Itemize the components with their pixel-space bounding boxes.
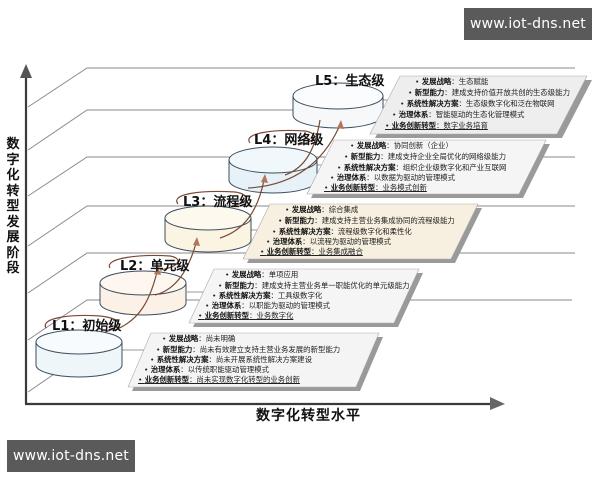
item: • 治理体系：智能驱动的生态化管理模式 [392, 110, 525, 119]
item: • 发展战略：综合集成 [285, 205, 359, 214]
cylinder-l3 [164, 205, 252, 253]
item: • 系统性解决方案：生态级数字化和泛在物联网 [400, 99, 555, 108]
item: • 系统性解决方案：尚未开展系统性解决方案建设 [150, 355, 312, 364]
y-axis-arrow-icon [20, 64, 32, 78]
grid-lines [27, 67, 575, 393]
item: • 业务创新转型：业务集成融合 [260, 247, 363, 256]
y-axis-label: 数字化转型发展阶段 [6, 137, 20, 276]
level-label-l5: L5：生态级 [315, 74, 385, 89]
cylinder-l2 [99, 270, 187, 316]
box-l5-shape [369, 75, 592, 138]
item: • 业务创新转型：数字业务培育 [385, 121, 488, 130]
arrow-heads [154, 120, 344, 275]
item: • 新型能力：建成支持价值开放共创的生态级能力 [408, 88, 570, 97]
item: • 业务创新转型：业务数字化 [198, 311, 294, 320]
cylinder-l5 [292, 82, 384, 129]
x-axis-label: 数字化转型水平 [256, 408, 361, 424]
item: • 治理体系：以流程为驱动的管理模式 [266, 237, 392, 246]
item: • 系统性解决方案：组织企业级数字化和产业互联网 [337, 163, 507, 172]
item: • 发展战略：尚未明确 [162, 334, 236, 343]
item: • 新型能力：建成支持主营业务单一职能优化的单元级能力 [218, 281, 410, 290]
x-axis-arrow-icon [490, 397, 505, 410]
watermark-bottom: www.iot-dns.net [7, 440, 135, 472]
progress-arrows [44, 119, 341, 333]
item: • 治理体系：以数据为驱动的管理模式 [330, 173, 456, 182]
box-l3-shape [242, 203, 482, 263]
level-label-l3: L3：流程级 [183, 195, 253, 210]
watermark-top: www.iot-dns.net [464, 8, 592, 40]
item: • 新型能力：建成支持企业全局优化的网络级能力 [344, 152, 506, 161]
item: • 新型能力：尚未有效建立支持主营业务发展的新型能力 [156, 345, 341, 354]
level-label-l2: L2：单元级 [120, 259, 190, 274]
item: • 治理体系：以传统职能驱动管理模式 [144, 365, 270, 374]
item: • 业务创新转型：业务模式创新 [324, 183, 427, 192]
item: • 系统性解决方案：流程级数字化和柔性化 [272, 227, 412, 236]
item: • 发展战略：单项应用 [225, 270, 299, 279]
box-l4-shape [306, 139, 550, 198]
box-l1-shape [127, 332, 383, 391]
level-label-l4: L4：网络级 [254, 133, 324, 148]
item: • 治理体系：以职能为驱动的管理模式 [205, 301, 331, 310]
item: • 新型能力：建成支持主营业务集成协同的流程级能力 [278, 216, 455, 225]
item: • 发展战略：生态赋能 [415, 77, 489, 86]
item: • 系统性解决方案：工具级数字化 [212, 291, 323, 300]
item: • 业务创新转型：尚未实现数字化转型的业务创新 [138, 375, 300, 384]
level-label-l1: L1：初始级 [52, 319, 122, 334]
item: • 发展战略：协同创新（企业） [350, 141, 453, 150]
cylinder-l1 [35, 329, 123, 378]
box-l2-shape [188, 268, 423, 327]
